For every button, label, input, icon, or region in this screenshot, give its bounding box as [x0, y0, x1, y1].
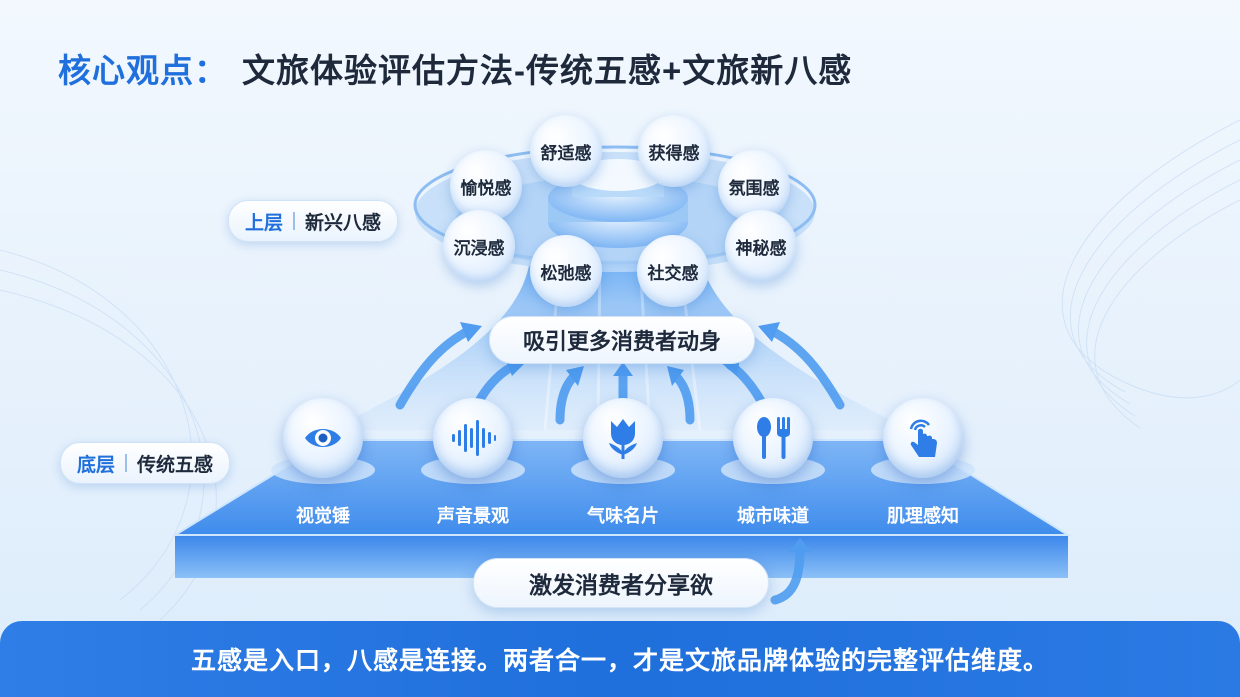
touch-hand-icon [909, 419, 937, 457]
conclusion-text: 五感是入口，八感是连接。两者合一，才是文旅品牌体验的完整评估维度。 [190, 647, 1049, 675]
tag-divider [125, 454, 128, 472]
lower-tag-level: 底层 [77, 454, 116, 476]
sense-bubble-mystery: 神秘感 [725, 210, 797, 282]
sense-label-visual: 视觉锤 [296, 506, 350, 526]
sound-orb [433, 398, 513, 478]
upper-tag-name: 新兴八感 [305, 212, 382, 234]
upper-layer-tag: 上层 新兴八感 [228, 200, 399, 242]
tulip-icon [609, 419, 637, 459]
sense-label-scent: 气味名片 [587, 506, 659, 526]
sound-wave-icon [452, 420, 496, 456]
sense-bubble-gain: 获得感 [638, 115, 710, 187]
sense-bubble-immersion: 沉浸感 [443, 210, 515, 282]
eye-icon [305, 429, 341, 447]
sense-label-taste: 城市味道 [737, 506, 809, 526]
base-platform [171, 439, 1072, 578]
sense-bubble-relaxation: 松弛感 [530, 235, 602, 307]
lower-tag-name: 传统五感 [137, 454, 214, 476]
sense-bubble-joy: 愉悦感 [450, 150, 522, 222]
lower-layer-tag: 底层 传统五感 [60, 442, 231, 484]
title-main: 文旅体验评估方法-传统五感+文旅新八感 [242, 52, 853, 89]
conclusion-banner: 五感是入口，八感是连接。两者合一，才是文旅品牌体验的完整评估维度。 [0, 621, 1240, 697]
sense-bubble-social: 社交感 [637, 235, 709, 307]
title-highlight: 核心观点： [58, 52, 228, 89]
scent-orb [583, 398, 663, 478]
taste-orb [733, 398, 813, 478]
sense-label-sound: 声音景观 [437, 506, 509, 526]
attract-consumers-label: 吸引更多消费者动身 [489, 316, 755, 364]
stimulate-sharing-label: 激发消费者分享欲 [473, 558, 769, 608]
spoon-fork-icon [757, 417, 790, 459]
tag-divider [293, 212, 296, 230]
sense-label-touch: 肌理感知 [887, 506, 959, 526]
sense-bubble-comfort: 舒适感 [530, 115, 602, 187]
touch-orb [883, 398, 963, 478]
eye-orb [283, 398, 363, 478]
upper-tag-level: 上层 [245, 212, 284, 234]
page-title: 核心观点： 文旅体验评估方法-传统五感+文旅新八感 [58, 44, 852, 92]
